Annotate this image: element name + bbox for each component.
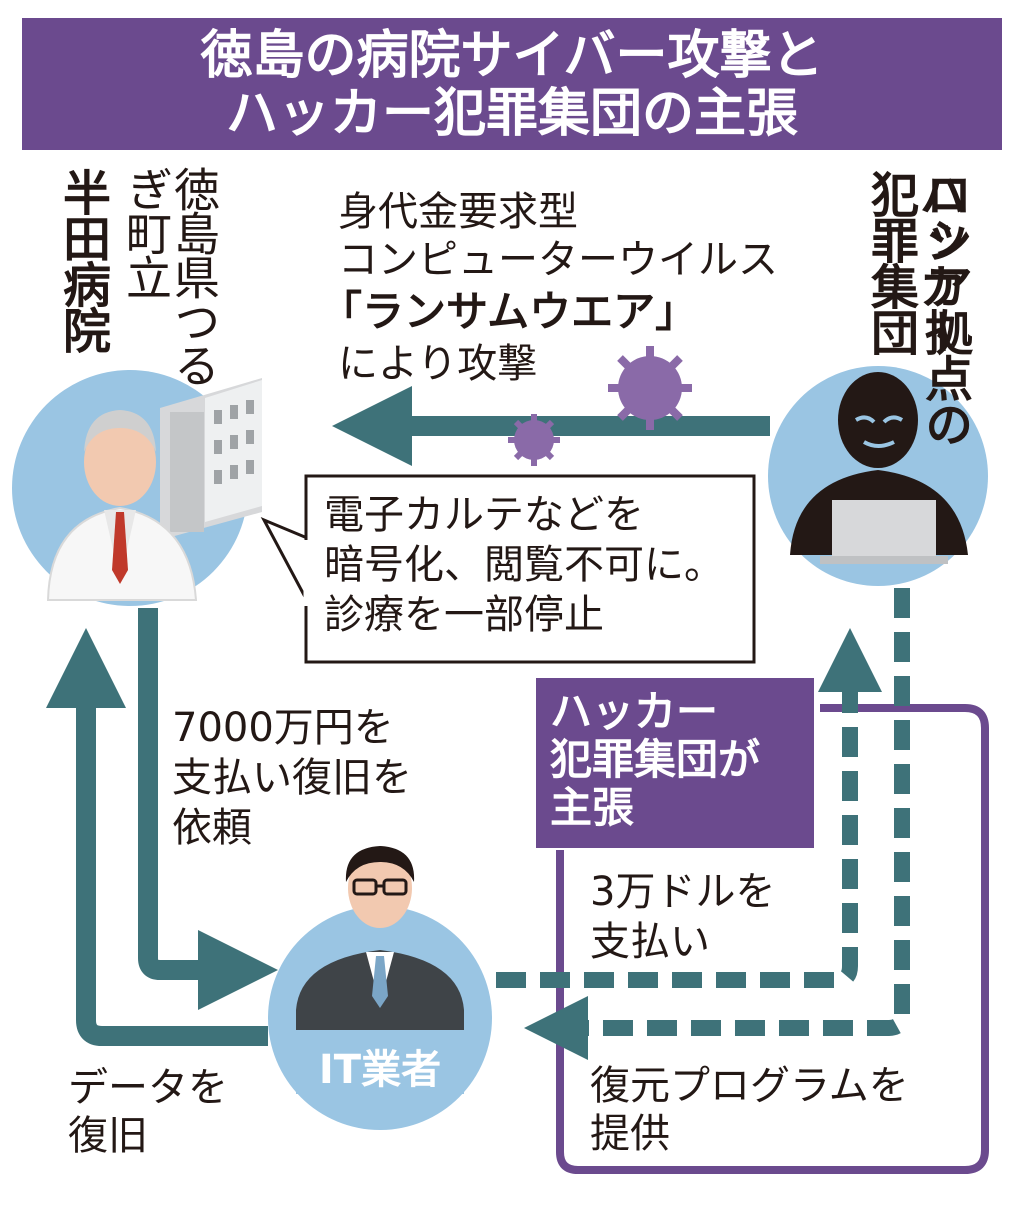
title-line-2: ハッカー犯罪集団の主張: [225, 84, 798, 144]
attack-label-4: により攻撃: [338, 341, 538, 387]
claim-loop-line: [556, 704, 989, 1174]
claim-line-1: ハッカー: [550, 687, 719, 736]
hospital-illustration: [12, 370, 262, 606]
title-bar: 徳島の病院サイバー攻撃と ハッカー犯罪集団の主張: [22, 18, 1002, 150]
request-arrow: [138, 608, 278, 1010]
virus-icon-large: [608, 346, 692, 430]
laptop-icon: [832, 500, 936, 558]
glasses-icon: [352, 878, 408, 896]
hacker-group-line-1: ロシア拠点の: [916, 170, 972, 446]
title-line-1: 徳島の病院サイバー攻撃と: [200, 26, 824, 86]
hospital-building-icon: [160, 378, 262, 540]
callout-box: [260, 474, 756, 664]
program-arrow: [524, 588, 910, 1060]
payment-label-2: 支払い: [590, 919, 710, 965]
program-label-2: 提供: [590, 1111, 670, 1157]
callout-line-3: 診療を一部停止: [324, 592, 604, 638]
restore-arrow: [46, 628, 268, 1046]
request-label-3: 依頼: [172, 805, 252, 851]
attack-label-3: 「ランサムウエア」: [320, 287, 698, 336]
restore-label-1: データを: [68, 1065, 228, 1111]
callout-line-2: 暗号化、閲覧不可に。: [324, 542, 724, 588]
claim-line-3: 主張: [550, 783, 635, 832]
virus-icon-small: [508, 414, 560, 466]
callout-line-1: 電子カルテなどを: [324, 492, 644, 538]
hospital-location: 徳島県つるぎ町立: [119, 166, 221, 386]
program-label-1: 復元プログラムを: [590, 1063, 909, 1109]
hacker-group-line-2: ハッカー犯罪集団: [862, 170, 966, 354]
doctor-icon: [46, 410, 198, 601]
callout-text: 電子カルテなどを 暗号化、閲覧不可に。 診療を一部停止: [324, 490, 724, 640]
hacker-illustration: [768, 366, 988, 586]
request-label-2: 支払い復旧を: [172, 755, 412, 801]
claim-line-2: 犯罪集団が: [550, 735, 761, 784]
it-vendor-label: IT業者: [318, 1047, 442, 1093]
attack-label-1: 身代金要求型: [338, 189, 578, 235]
claim-box: [536, 678, 814, 848]
request-label-1: 7000万円を: [172, 705, 394, 751]
restore-label-2: 復旧: [68, 1113, 148, 1159]
it-label-box: [296, 1042, 464, 1094]
payment-arrow: [496, 628, 882, 988]
attack-label-2: コンピューターウイルス: [338, 237, 778, 283]
payment-label-1: 3万ドルを: [590, 869, 776, 915]
hospital-name: 半田病院: [54, 168, 110, 352]
claim-box-text: ハッカー 犯罪集団が 主張: [550, 688, 760, 832]
